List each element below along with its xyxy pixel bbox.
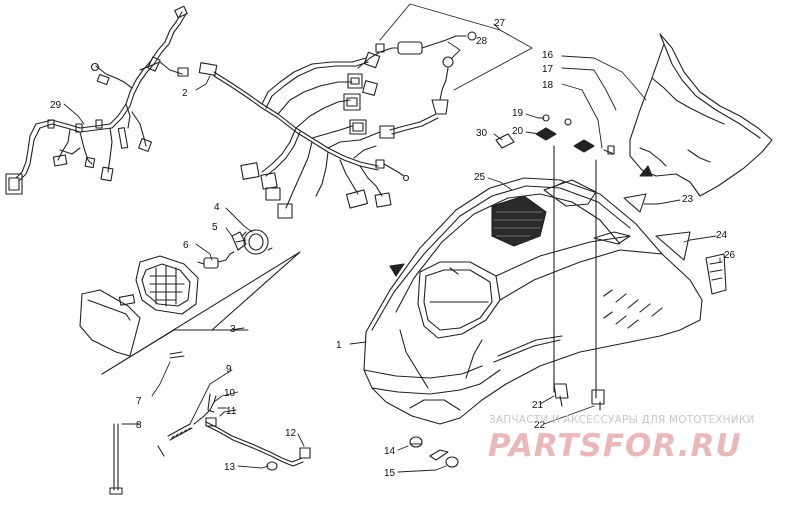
label-17: 17 bbox=[542, 64, 554, 75]
part-labels: 29 2 4 5 6 3 7 8 9 10 11 12 13 14 15 1 2… bbox=[50, 18, 736, 479]
label-19: 19 bbox=[512, 108, 524, 119]
label-5: 5 bbox=[212, 222, 218, 233]
label-28: 28 bbox=[476, 36, 488, 47]
wiring-harness-2 bbox=[198, 51, 410, 219]
label-6: 6 bbox=[183, 240, 189, 251]
label-9: 9 bbox=[226, 364, 232, 375]
label-25: 25 bbox=[474, 172, 486, 183]
cable-hardware bbox=[109, 393, 311, 495]
label-14: 14 bbox=[384, 446, 396, 457]
watermark-subtitle: ЗАПЧАСТИ И АКСЕССУАРЫ ДЛЯ МОТОТЕХНИКИ bbox=[489, 414, 755, 426]
watermark-brand: PARTSFOR.RU bbox=[488, 428, 742, 464]
label-12: 12 bbox=[285, 428, 297, 439]
label-15: 15 bbox=[384, 468, 396, 479]
hood-assembly bbox=[363, 177, 703, 425]
harness-27-28 bbox=[357, 31, 477, 135]
label-21: 21 bbox=[532, 400, 544, 411]
label-29: 29 bbox=[50, 100, 62, 111]
label-26: 26 bbox=[724, 250, 736, 261]
label-11: 11 bbox=[226, 406, 237, 417]
label-2: 2 bbox=[182, 88, 188, 99]
label-10: 10 bbox=[224, 388, 236, 399]
windshield bbox=[603, 33, 773, 197]
label-8: 8 bbox=[136, 420, 142, 431]
label-1: 1 bbox=[336, 340, 342, 351]
label-30: 30 bbox=[476, 128, 488, 139]
wiring-harness-29 bbox=[5, 5, 189, 195]
label-4: 4 bbox=[214, 202, 220, 213]
label-7: 7 bbox=[136, 396, 142, 407]
headlight-assembly bbox=[79, 229, 301, 375]
label-13: 13 bbox=[224, 462, 236, 473]
label-16: 16 bbox=[542, 50, 554, 61]
label-3: 3 bbox=[230, 324, 236, 335]
label-20: 20 bbox=[512, 126, 524, 137]
label-18: 18 bbox=[542, 80, 554, 91]
label-24: 24 bbox=[716, 230, 728, 241]
label-23: 23 bbox=[682, 194, 694, 205]
leader-lines bbox=[63, 3, 721, 473]
label-27: 27 bbox=[494, 18, 506, 29]
label-22: 22 bbox=[534, 420, 546, 431]
small-hardware bbox=[409, 114, 727, 468]
